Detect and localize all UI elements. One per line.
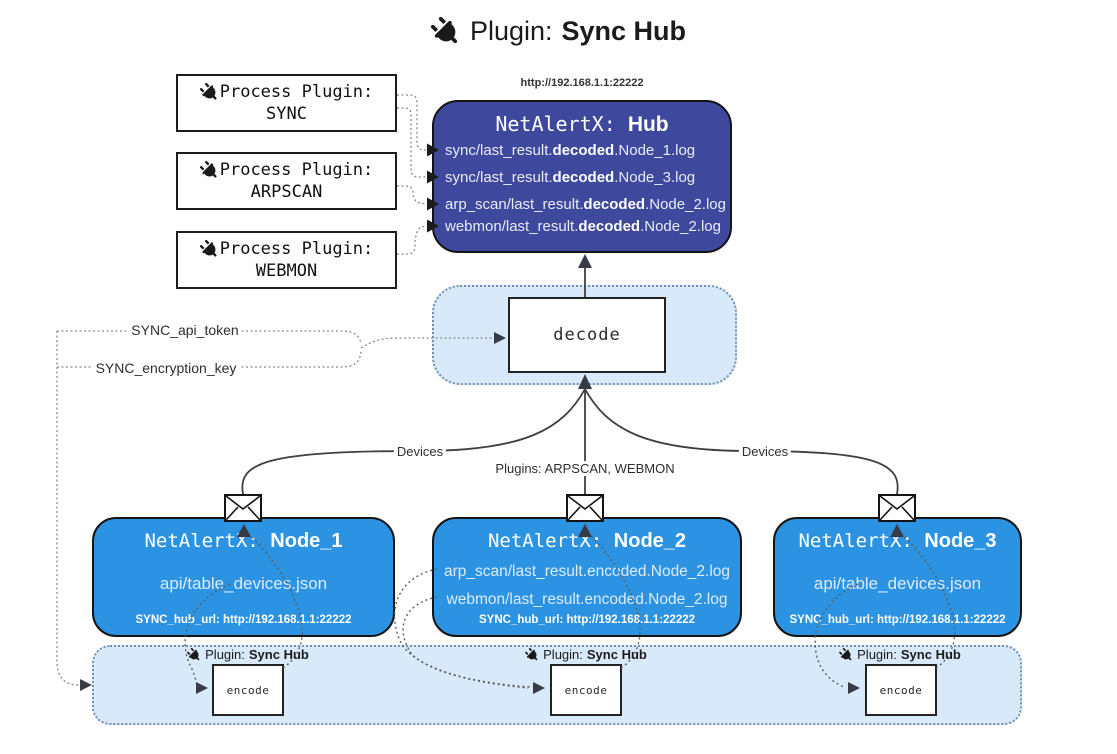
hub-title-name: Hub [627, 113, 669, 136]
node-title-name: Node_1 [270, 530, 343, 552]
process-plugin-box-webmon: Process Plugin: WEBMON [176, 231, 397, 289]
band-plugin-label: Plugin: Sync Hub [837, 645, 961, 664]
node-title-prefix: NetAlertX: [144, 530, 259, 552]
encode-box-3: encode [865, 664, 937, 716]
log-text: .Node_2.log [640, 218, 721, 235]
plug-icon [523, 645, 541, 664]
node-file-line: api/table_devices.json [159, 574, 328, 593]
process-plugin-header: Process Plugin: [197, 237, 374, 261]
node-box-1: NetAlertX: Node_1 api/table_devices.json… [92, 517, 395, 637]
node-title: NetAlertX: Node_2 [434, 530, 740, 553]
band-plugin-prefix: Plugin: [857, 647, 897, 662]
edge-config-to-band [56, 331, 81, 686]
edge-node3-to-decode [584, 388, 899, 495]
hub-title: NetAlertX: Hub [434, 112, 730, 137]
log-bold: decoded [578, 218, 641, 235]
log-bold: decoded [552, 142, 615, 159]
band-plugin-prefix: Plugin: [543, 647, 583, 662]
page-title: Plugin: Sync Hub [0, 12, 1117, 51]
sync-encryption-key-label: SYNC_encryption_key [92, 360, 240, 376]
hub-log-line: webmon/last_result.decoded.Node_2.log [445, 218, 721, 235]
node-hub-url: SYNC_hub_url: http://192.168.1.1:22222 [478, 614, 696, 626]
plug-icon [427, 12, 465, 51]
plug-icon [837, 645, 855, 664]
hub-title-prefix: NetAlertX: [495, 112, 616, 136]
process-plugin-label: Process Plugin: [219, 82, 374, 102]
edge-sync-to-hub-2 [397, 107, 426, 178]
title-prefix: Plugin: [469, 16, 553, 46]
hub-log-line: sync/last_result.decoded.Node_3.log [445, 169, 695, 186]
hub-url-label: http://192.168.1.1:22222 [520, 77, 644, 89]
arrowhead-into-band [80, 679, 92, 691]
band-plugin-prefix: Plugin: [205, 647, 245, 662]
band-plugin-name: Sync Hub [248, 647, 309, 662]
encode-band: Plugin: Sync Hub encode Plugin: Sync Hub… [92, 645, 1022, 725]
edge-arpscan-to-hub [397, 185, 427, 205]
node-title: NetAlertX: Node_3 [775, 530, 1020, 553]
hub-log-line: sync/last_result.decoded.Node_1.log [445, 142, 695, 159]
plug-icon [185, 645, 203, 664]
node-hub-url: SYNC_hub_url: http://192.168.1.1:22222 [789, 614, 1006, 626]
process-plugin-name: ARPSCAN [250, 182, 323, 202]
log-bold: decoded [583, 196, 646, 213]
log-text: webmon/last_result. [445, 218, 579, 235]
log-text: .Node_1.log [614, 142, 696, 159]
sync-api-token-label: SYNC_api_token [128, 322, 242, 338]
band-plugin-label: Plugin: Sync Hub [523, 645, 647, 664]
encode-box-1: encode [212, 664, 284, 716]
edge-sync-to-hub-1 [397, 94, 427, 151]
log-text: arp_scan/last_result. [445, 196, 584, 213]
process-plugin-box-arpscan: Process Plugin: ARPSCAN [176, 152, 397, 210]
plug-icon [197, 80, 221, 104]
edge-label-devices-left: Devices [393, 444, 447, 459]
encode-box-2: encode [550, 664, 622, 716]
process-plugin-header: Process Plugin: [197, 80, 374, 104]
hub-box: NetAlertX: Hub sync/last_result.decoded.… [432, 100, 732, 253]
node-file-line: arp_scan/last_result.encoded.Node_2.log [443, 563, 731, 580]
plug-icon [197, 158, 221, 182]
process-plugin-label: Process Plugin: [219, 160, 374, 180]
node-box-2: NetAlertX: Node_2 arp_scan/last_result.e… [432, 517, 742, 637]
envelope-icon [878, 494, 916, 522]
node-title: NetAlertX: Node_1 [94, 530, 393, 553]
log-text: sync/last_result. [445, 142, 553, 159]
process-plugin-box-sync: Process Plugin: SYNC [176, 74, 397, 132]
edge-webmon-to-hub [397, 225, 427, 255]
envelope-icon [566, 494, 604, 522]
envelope-icon [224, 494, 262, 522]
edge-label-plugins: Plugins: ARPSCAN, WEBMON [492, 461, 678, 476]
node-title-name: Node_2 [613, 530, 687, 552]
edge-label-devices-right: Devices [738, 444, 792, 459]
title-name: Sync Hub [561, 16, 687, 46]
process-plugin-header: Process Plugin: [197, 158, 374, 182]
hub-log-line: arp_scan/last_result.decoded.Node_2.log [445, 196, 726, 213]
arrowhead-into-hub [578, 254, 592, 268]
edge-node1-to-decode [241, 388, 586, 495]
process-plugin-name: WEBMON [255, 261, 318, 281]
band-plugin-label: Plugin: Sync Hub [185, 645, 309, 664]
log-text: sync/last_result. [445, 169, 553, 186]
decode-box: decode [508, 297, 666, 373]
node-hub-url: SYNC_hub_url: http://192.168.1.1:22222 [135, 614, 352, 626]
log-text: .Node_3.log [614, 169, 696, 186]
node-title-prefix: NetAlertX: [487, 530, 603, 552]
band-plugin-name: Sync Hub [900, 647, 961, 662]
node-file-line: webmon/last_result.encoded.Node_2.log [446, 591, 728, 608]
process-plugin-name: SYNC [266, 104, 307, 124]
log-bold: decoded [552, 169, 615, 186]
band-plugin-name: Sync Hub [586, 647, 647, 662]
node-title-name: Node_3 [924, 530, 997, 552]
log-text: .Node_2.log [645, 196, 726, 213]
process-plugin-label: Process Plugin: [219, 239, 374, 259]
node-box-3: NetAlertX: Node_3 api/table_devices.json… [773, 517, 1022, 637]
node-title-prefix: NetAlertX: [798, 530, 913, 552]
plug-icon [197, 237, 221, 261]
node-file-line: api/table_devices.json [813, 574, 982, 593]
